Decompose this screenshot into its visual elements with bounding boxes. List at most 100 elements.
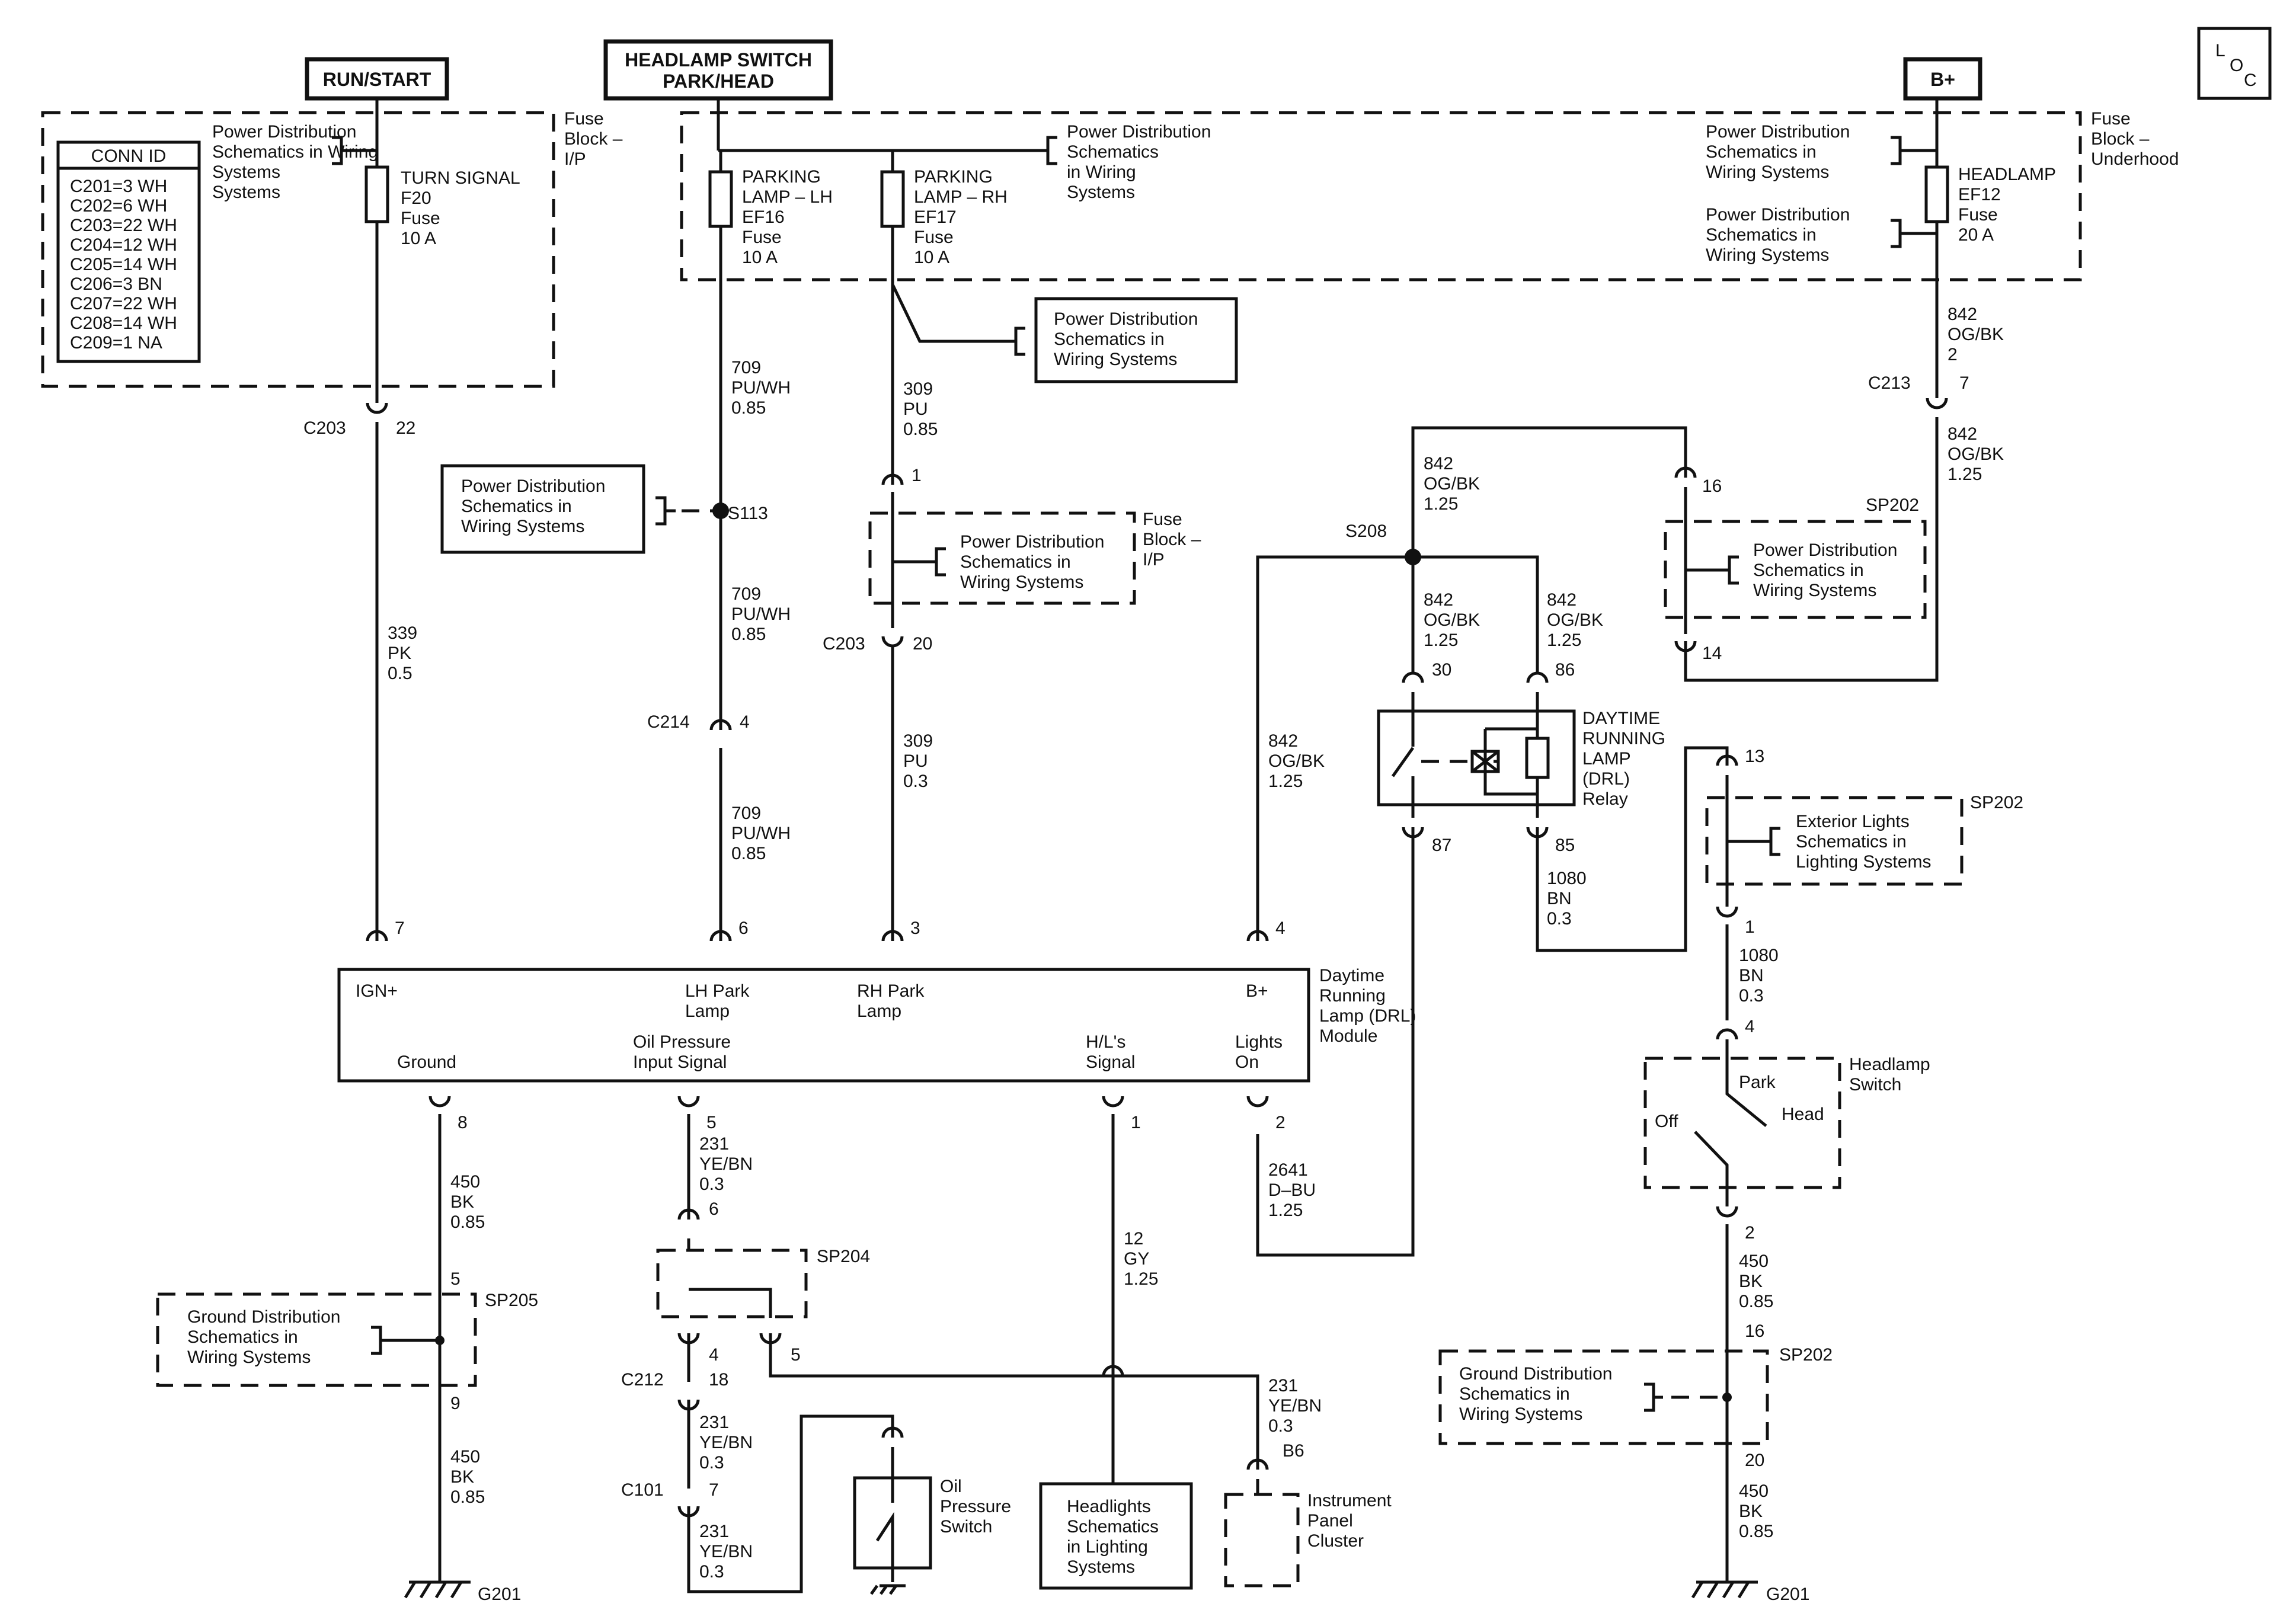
svg-text:Fuse: Fuse bbox=[401, 209, 440, 228]
svg-text:0.3: 0.3 bbox=[699, 1174, 724, 1194]
svg-text:S113: S113 bbox=[728, 504, 768, 523]
svg-text:Schematics in: Schematics in bbox=[187, 1327, 298, 1347]
svg-text:LAMP: LAMP bbox=[1582, 749, 1631, 769]
svg-text:LH Park: LH Park bbox=[685, 981, 750, 1001]
svg-text:LAMP – LH: LAMP – LH bbox=[742, 187, 833, 207]
svg-text:YE/BN: YE/BN bbox=[699, 1433, 753, 1452]
sp202-power: Power Distribution Schematics in Wiring … bbox=[1664, 476, 1927, 663]
svg-text:0.85: 0.85 bbox=[1739, 1292, 1773, 1311]
svg-text:RH Park: RH Park bbox=[857, 981, 925, 1001]
svg-text:0.3: 0.3 bbox=[1739, 986, 1764, 1006]
svg-text:85: 85 bbox=[1555, 836, 1575, 855]
svg-text:450: 450 bbox=[450, 1447, 480, 1467]
header-run-start: RUN/START bbox=[305, 57, 449, 101]
svg-text:709: 709 bbox=[731, 358, 761, 377]
svg-text:3: 3 bbox=[910, 918, 920, 938]
svg-text:Oil: Oil bbox=[940, 1477, 962, 1496]
svg-text:4: 4 bbox=[1745, 1017, 1755, 1036]
svg-text:Switch: Switch bbox=[940, 1517, 992, 1537]
svg-text:231: 231 bbox=[699, 1522, 729, 1541]
headlights-ref: Headlights Schematics in Lighting System… bbox=[1039, 1482, 1193, 1590]
loc-letter-c: C bbox=[2244, 71, 2257, 90]
svg-text:4: 4 bbox=[740, 712, 750, 732]
svg-text:0.85: 0.85 bbox=[1739, 1522, 1773, 1541]
svg-text:Exterior Lights: Exterior Lights bbox=[1796, 812, 1910, 831]
svg-text:Panel: Panel bbox=[1307, 1511, 1353, 1531]
svg-text:86: 86 bbox=[1555, 660, 1575, 680]
ipc-pin-b6 bbox=[1246, 1458, 1269, 1470]
svg-text:SP204: SP204 bbox=[817, 1247, 870, 1266]
sp202-pin13 bbox=[1716, 754, 1738, 766]
svg-text:0.3: 0.3 bbox=[699, 1562, 724, 1582]
svg-text:0.3: 0.3 bbox=[1547, 909, 1572, 929]
svg-text:842: 842 bbox=[1948, 305, 1977, 324]
svg-text:1.25: 1.25 bbox=[1948, 465, 1982, 484]
svg-text:Headlamp: Headlamp bbox=[1849, 1055, 1930, 1074]
svg-text:309: 309 bbox=[903, 731, 933, 751]
svg-text:0.85: 0.85 bbox=[450, 1487, 485, 1507]
svg-text:5: 5 bbox=[706, 1113, 717, 1132]
header-headlamp-switch: HEADLAMP SWITCH PARK/HEAD bbox=[603, 39, 833, 101]
svg-text:BK: BK bbox=[450, 1467, 474, 1487]
svg-text:842: 842 bbox=[1547, 590, 1576, 610]
svg-text:Ground Distribution: Ground Distribution bbox=[187, 1307, 340, 1327]
svg-text:Power Distribution: Power Distribution bbox=[1753, 540, 1897, 560]
svg-text:842: 842 bbox=[1424, 454, 1453, 473]
svg-text:GY: GY bbox=[1124, 1249, 1149, 1269]
svg-text:C214: C214 bbox=[647, 712, 690, 732]
svg-text:Cluster: Cluster bbox=[1307, 1531, 1364, 1551]
svg-text:1080: 1080 bbox=[1547, 869, 1587, 888]
sp204: SP204 6 4 5 bbox=[656, 1199, 870, 1365]
svg-text:20: 20 bbox=[913, 634, 932, 654]
svg-text:YE/BN: YE/BN bbox=[699, 1542, 753, 1561]
svg-text:Power Distribution: Power Distribution bbox=[1706, 205, 1850, 225]
svg-text:OG/BK: OG/BK bbox=[1948, 444, 2004, 464]
header-headlamp-switch-line2: PARK/HEAD bbox=[663, 71, 774, 92]
svg-text:18: 18 bbox=[709, 1370, 728, 1390]
svg-text:IGN+: IGN+ bbox=[356, 981, 398, 1001]
svg-text:231: 231 bbox=[699, 1413, 729, 1432]
svg-text:16: 16 bbox=[1702, 476, 1722, 496]
svg-text:Wiring Systems: Wiring Systems bbox=[1054, 350, 1177, 369]
svg-text:450: 450 bbox=[1739, 1251, 1769, 1271]
relay-pin87 bbox=[1402, 827, 1424, 838]
header-bplus-label: B+ bbox=[1930, 69, 1955, 90]
svg-text:C203: C203 bbox=[303, 418, 346, 438]
svg-text:SP202: SP202 bbox=[1866, 495, 1919, 515]
svg-text:SP202: SP202 bbox=[1970, 793, 2023, 812]
svg-text:Module: Module bbox=[1319, 1026, 1377, 1046]
svg-text:842: 842 bbox=[1948, 424, 1977, 444]
svg-text:D–BU: D–BU bbox=[1268, 1180, 1316, 1200]
svg-text:Wiring Systems: Wiring Systems bbox=[1706, 245, 1829, 265]
svg-text:PARKING: PARKING bbox=[914, 167, 993, 187]
relay-pin86 bbox=[1526, 671, 1549, 683]
svg-text:Lamp (DRL): Lamp (DRL) bbox=[1319, 1006, 1416, 1026]
svg-text:Daytime: Daytime bbox=[1319, 966, 1384, 985]
headlamp-switch: Park Head Off Headlamp Switch 4 2 bbox=[1643, 1017, 1930, 1243]
svg-text:Fuse: Fuse bbox=[914, 228, 954, 247]
svg-text:13: 13 bbox=[1745, 747, 1764, 766]
header-run-start-label: RUN/START bbox=[323, 69, 431, 90]
svg-text:709: 709 bbox=[731, 804, 761, 823]
svg-text:HEADLAMP: HEADLAMP bbox=[1958, 165, 2056, 184]
svg-text:6: 6 bbox=[738, 918, 749, 938]
svg-text:4: 4 bbox=[1275, 918, 1285, 938]
sp202-ground: Ground Distribution Schematics in Wiring… bbox=[1438, 1321, 1833, 1470]
svg-text:Fuse: Fuse bbox=[1958, 205, 1998, 225]
connector-c213 bbox=[1926, 398, 1948, 409]
svg-text:OG/BK: OG/BK bbox=[1424, 474, 1480, 494]
power-dist-ref-rh: Power Distribution Schematics in Wiring … bbox=[1006, 297, 1238, 383]
fuse-block-ip-line1: Fuse bbox=[564, 109, 604, 129]
svg-text:1: 1 bbox=[1131, 1113, 1141, 1132]
svg-text:Oil Pressure: Oil Pressure bbox=[633, 1032, 731, 1052]
svg-text:Relay: Relay bbox=[1582, 789, 1628, 809]
svg-text:Schematics in: Schematics in bbox=[1054, 329, 1165, 349]
module-pin2 bbox=[1246, 1096, 1269, 1108]
wires bbox=[375, 98, 1939, 1593]
fuse-block-ip-line2: Block – bbox=[564, 129, 623, 149]
svg-text:C101: C101 bbox=[621, 1480, 664, 1500]
svg-text:Instrument: Instrument bbox=[1307, 1491, 1392, 1510]
svg-text:Lighting Systems: Lighting Systems bbox=[1796, 852, 1931, 872]
conn-id-row: C201=3 WH bbox=[70, 177, 167, 196]
svg-text:PU/WH: PU/WH bbox=[731, 378, 791, 398]
